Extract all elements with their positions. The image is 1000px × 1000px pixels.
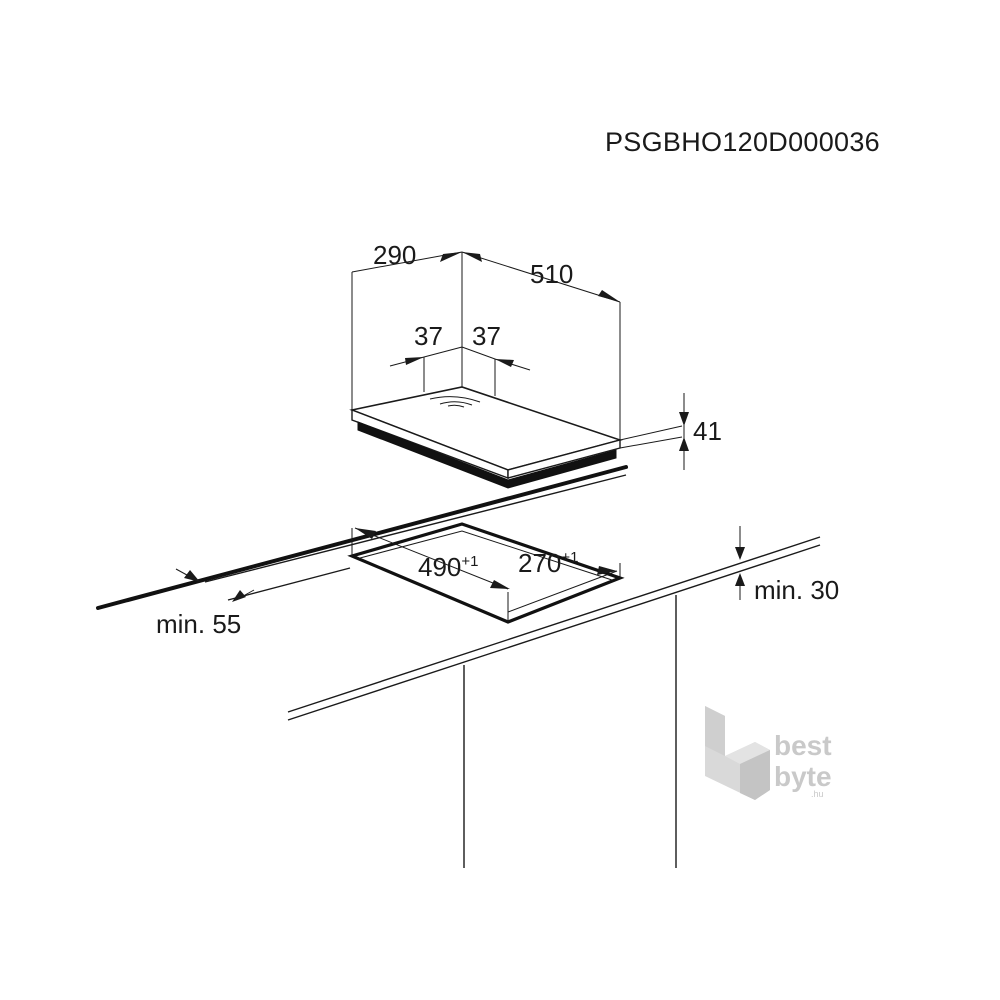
label-min-edge: min. 55 xyxy=(156,609,241,639)
min-wall-arrows xyxy=(735,526,745,600)
min-edge-arrows xyxy=(175,568,255,602)
label-offset-left: 37 xyxy=(414,321,443,351)
label-width: 510 xyxy=(530,259,573,289)
model-code: PSGBHO120D000036 xyxy=(605,127,880,157)
label-cutout-width: 490+1 xyxy=(418,552,479,582)
bestbyte-watermark-logo: best byte .hu xyxy=(705,706,832,800)
label-min-wall: min. 30 xyxy=(754,575,839,605)
hob-arrows xyxy=(405,252,689,451)
worktop xyxy=(96,465,821,868)
label-offset-right: 37 xyxy=(472,321,501,351)
hob-appliance xyxy=(349,386,623,489)
label-depth: 290 xyxy=(373,240,416,270)
watermark-line1: best xyxy=(774,730,832,761)
watermark-line2: byte xyxy=(774,761,832,792)
watermark-suffix: .hu xyxy=(811,789,824,799)
label-cutout-depth: 270+1 xyxy=(518,548,579,578)
label-height: 41 xyxy=(693,416,722,446)
cutout xyxy=(347,522,625,624)
